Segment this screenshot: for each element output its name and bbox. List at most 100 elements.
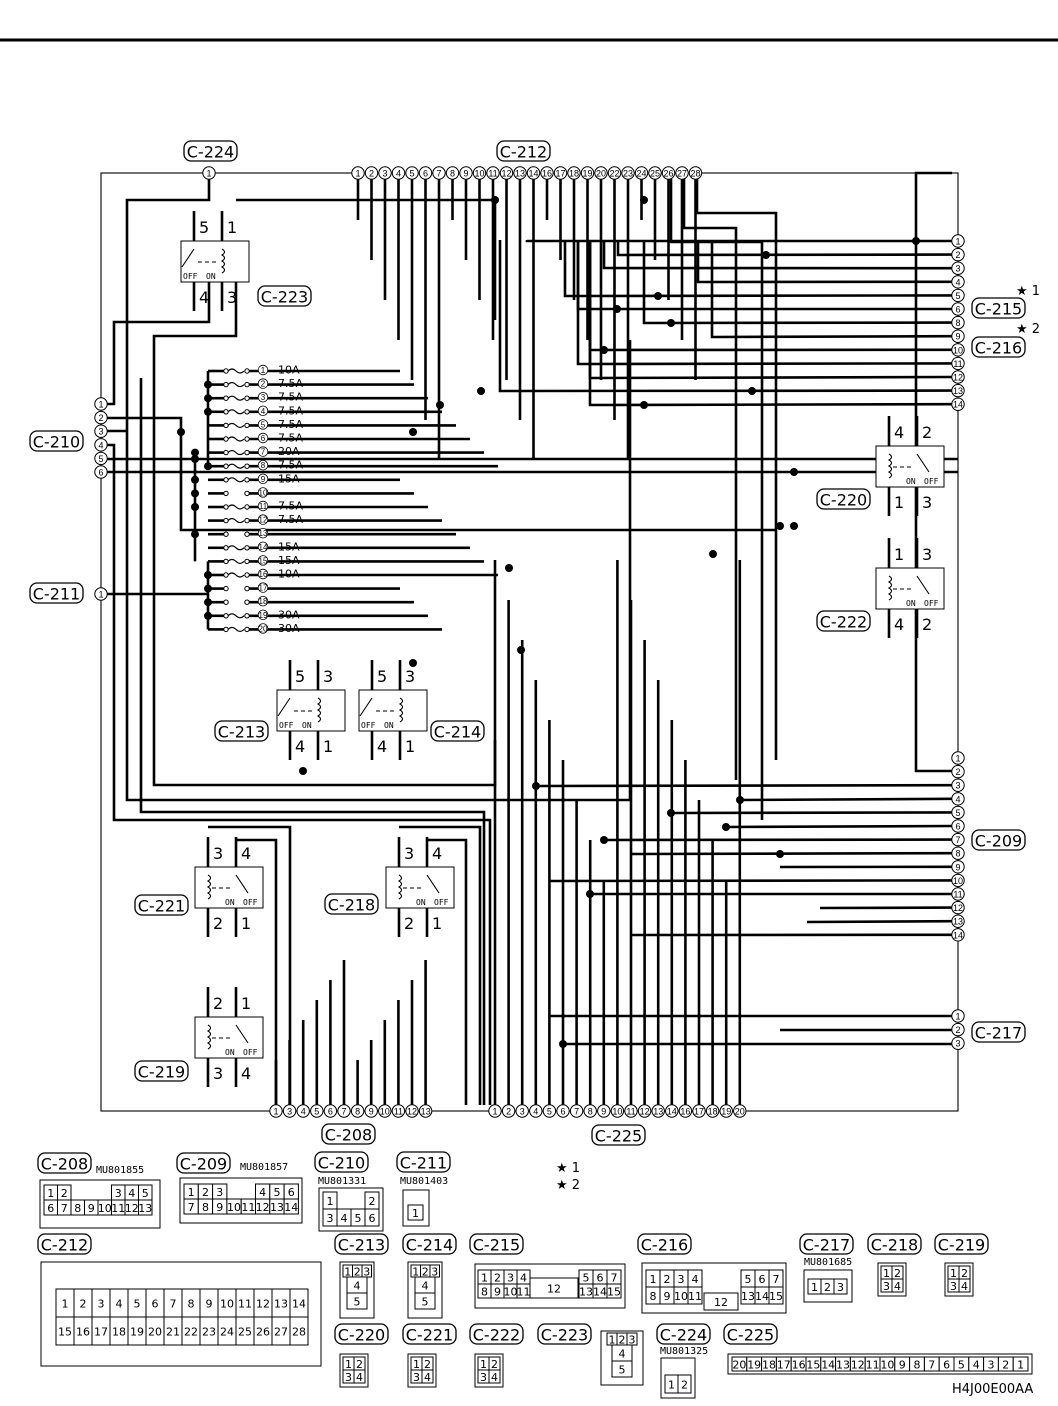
part-number-c211: MU801403 bbox=[400, 1176, 448, 1187]
pin-number: 13 bbox=[953, 917, 963, 927]
face-pin: 1 bbox=[811, 1281, 818, 1294]
face-label-c212: C-212 bbox=[37, 1233, 92, 1255]
coil-icon bbox=[397, 874, 403, 900]
c212-pin: 5 bbox=[405, 166, 419, 180]
c215-wire bbox=[696, 240, 953, 284]
fuse-rating: 7.5A bbox=[278, 418, 303, 431]
face-pin: 11 bbox=[866, 1359, 880, 1372]
face-pin: 16 bbox=[76, 1326, 90, 1339]
c225-pin: 13 bbox=[651, 1104, 665, 1118]
c209-pin: 12 bbox=[951, 900, 965, 915]
c208-pin: 9 bbox=[364, 1104, 378, 1118]
c208-pin: 11 bbox=[391, 1104, 406, 1118]
pin-number: 3 bbox=[98, 427, 103, 437]
svg-text:4: 4 bbox=[261, 407, 266, 416]
pin-number: 26 bbox=[663, 169, 673, 179]
connector-face-c222 bbox=[474, 1353, 504, 1388]
fuse-rating: 7.5A bbox=[278, 513, 303, 526]
pin-number: 10 bbox=[380, 1107, 390, 1117]
fuse-number: 16 bbox=[257, 568, 269, 580]
face-pin: 3 bbox=[345, 1371, 352, 1384]
face-pin: 5 bbox=[745, 1273, 752, 1286]
pin-number: 10 bbox=[474, 169, 484, 179]
relay-pin: 3 bbox=[922, 545, 932, 564]
c225-pin: 19 bbox=[719, 1104, 733, 1118]
connector-face-c217 bbox=[803, 1269, 853, 1303]
relay-pin: 3 bbox=[213, 844, 223, 863]
c212-pin: 14 bbox=[526, 166, 541, 180]
face-pin: 5 bbox=[619, 1364, 626, 1377]
pin-number: 7 bbox=[341, 1107, 346, 1117]
face-pin: 12 bbox=[125, 1202, 139, 1215]
c215-pin: 13 bbox=[951, 383, 965, 398]
face-pin: 18 bbox=[112, 1326, 126, 1339]
face-grid-c223-lower: 45 bbox=[611, 1344, 633, 1378]
face-pin: 3 bbox=[678, 1273, 685, 1286]
pin-number: 17 bbox=[694, 1107, 704, 1117]
pin-number: 8 bbox=[450, 169, 455, 179]
face-pin: 4 bbox=[424, 1371, 431, 1384]
wire bbox=[139, 378, 486, 1105]
face-pin: 2 bbox=[80, 1298, 87, 1311]
pin-number: 8 bbox=[355, 1107, 360, 1117]
c212-pin: 7 bbox=[432, 166, 446, 180]
junction-dot bbox=[790, 522, 798, 530]
face-pin: 2 bbox=[664, 1273, 671, 1286]
fuse-number: 7 bbox=[257, 446, 269, 457]
face-pin: 17 bbox=[94, 1326, 108, 1339]
face-grid-c211: 1 bbox=[407, 1204, 424, 1221]
connector-name: C-208 bbox=[41, 1155, 88, 1174]
fuse: 10 bbox=[208, 487, 414, 498]
face-label-c213: C-213 bbox=[334, 1233, 389, 1255]
c225-pin: 17 bbox=[692, 1104, 706, 1118]
connector-face-c211 bbox=[402, 1189, 430, 1227]
face-label-c216: C-216 bbox=[637, 1233, 692, 1255]
pin-number: 6 bbox=[955, 822, 960, 832]
face-pin: 6 bbox=[943, 1359, 950, 1372]
svg-text:11: 11 bbox=[259, 502, 268, 511]
face-pin: 1 bbox=[950, 1267, 957, 1280]
junction-dot bbox=[776, 522, 784, 530]
face-pin: 11 bbox=[688, 1290, 702, 1303]
pin-number: 2 bbox=[98, 413, 103, 423]
c221-label: C-221 bbox=[134, 894, 189, 916]
face-pin: 3 bbox=[950, 1280, 957, 1293]
junction-dot bbox=[517, 646, 525, 654]
c212-pin: 23 bbox=[621, 166, 635, 180]
face-pin: 15 bbox=[769, 1290, 783, 1303]
svg-text:7: 7 bbox=[261, 448, 266, 457]
off-label: OFF bbox=[924, 599, 939, 608]
face-pin: 6 bbox=[597, 1272, 604, 1285]
face-pin: 24 bbox=[220, 1326, 234, 1339]
connector-name: C-224 bbox=[660, 1326, 707, 1345]
pin-number: 4 bbox=[533, 1107, 538, 1117]
c211-label: C-211 bbox=[29, 582, 84, 604]
face-pin: 1 bbox=[480, 1358, 487, 1371]
face-pin: 5 bbox=[142, 1187, 149, 1200]
pin-number: 3 bbox=[955, 264, 960, 274]
face-pin: 15 bbox=[806, 1359, 820, 1372]
connector-name: C-209 bbox=[975, 832, 1022, 851]
c209-wire bbox=[806, 919, 953, 924]
c225-pin: 11 bbox=[624, 1104, 638, 1118]
face-label-c219: C-219 bbox=[934, 1233, 989, 1255]
pin-number: 16 bbox=[542, 169, 552, 179]
face-pin: 4 bbox=[619, 1348, 626, 1361]
svg-text:13: 13 bbox=[259, 529, 268, 538]
face-pin: 10 bbox=[98, 1202, 112, 1215]
junction-dot bbox=[191, 530, 199, 539]
face-pin: 1 bbox=[327, 1195, 334, 1208]
face-pin: 13 bbox=[274, 1298, 288, 1311]
wires bbox=[107, 171, 958, 1105]
c215-pin: 9 bbox=[951, 329, 965, 343]
fuse-number: 8 bbox=[257, 460, 269, 471]
